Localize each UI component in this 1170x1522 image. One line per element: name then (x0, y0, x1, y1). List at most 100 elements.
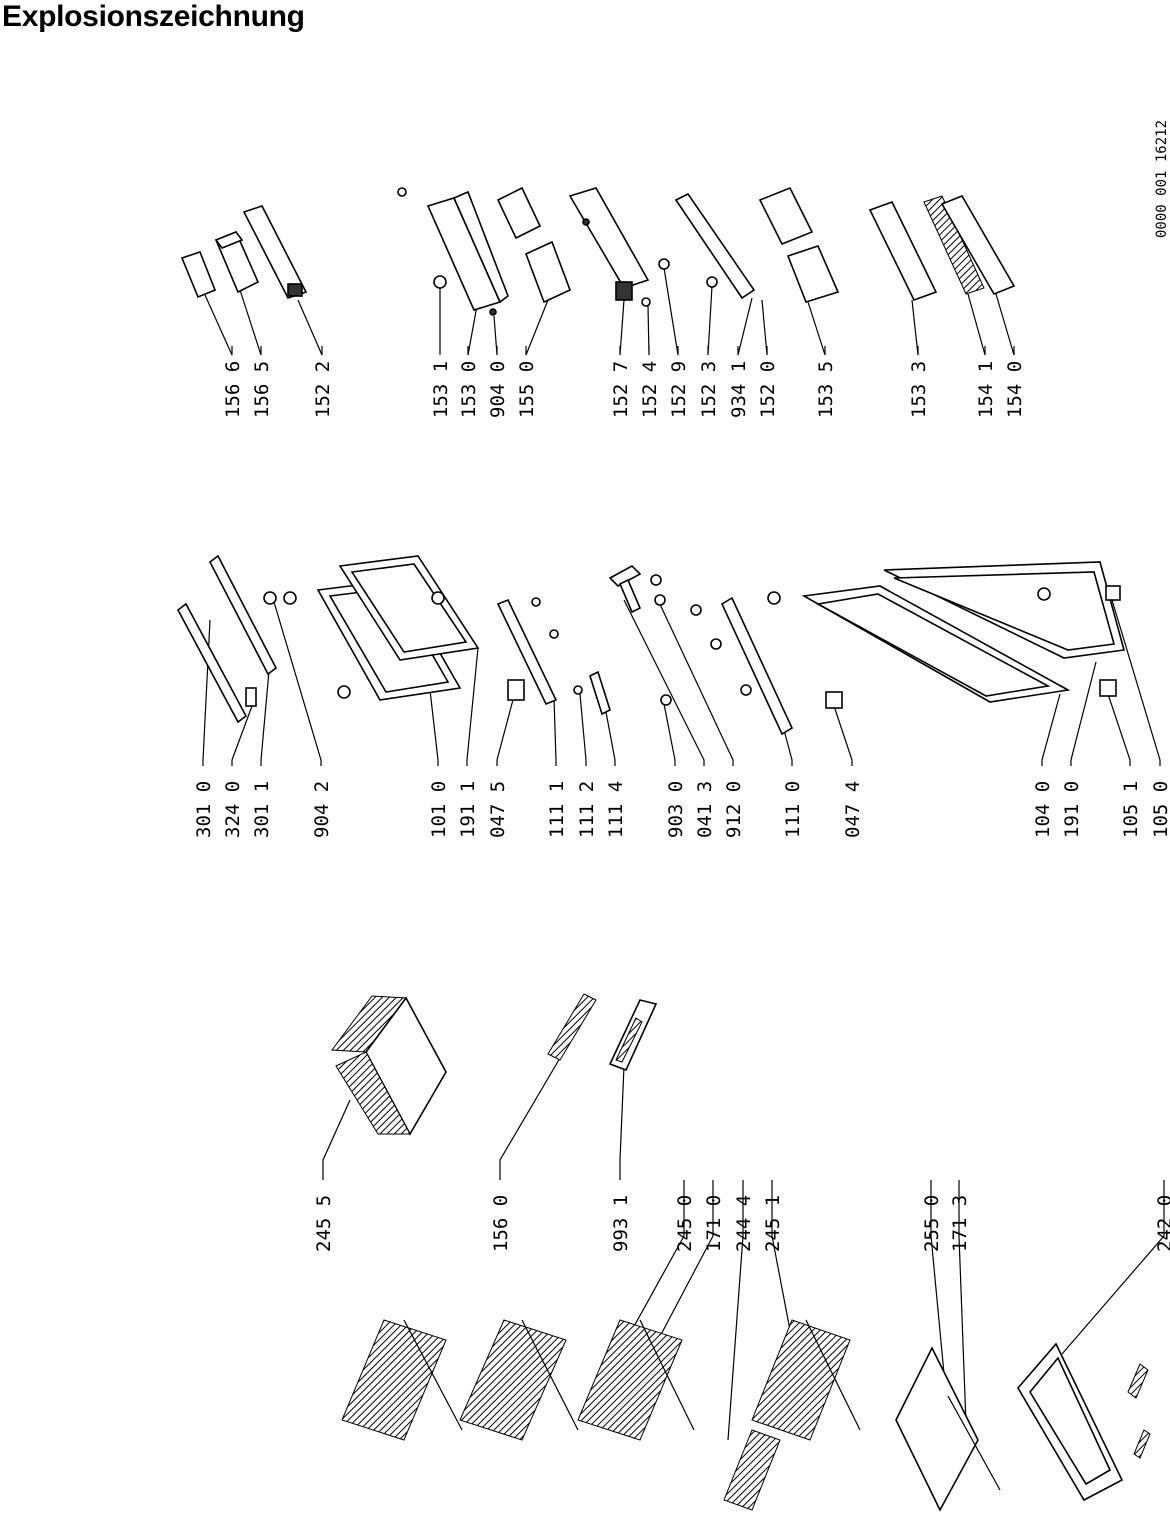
hinge-bracket-part (658, 192, 756, 300)
part-number-label: 152 7 (610, 361, 632, 418)
leader-line (930, 1180, 949, 1417)
bottom-trim-part (720, 591, 794, 736)
part-number-label: 245 5 (313, 1195, 335, 1252)
ice-cube-tray-part (547, 993, 597, 1061)
leader-line (297, 299, 323, 356)
part-number-label: 111 0 (782, 781, 804, 838)
leader-line (619, 1065, 625, 1180)
leader-line (496, 695, 515, 766)
part-number-label: 153 0 (458, 361, 480, 418)
leader-line (771, 1180, 791, 1331)
door-hinge-upper-part (608, 565, 752, 706)
part-number-label: 904 0 (487, 361, 509, 418)
part-number-label: 171 0 (703, 1195, 725, 1252)
page-title: Explosionszeichnung (2, 0, 305, 33)
freezer-door-part (316, 555, 480, 701)
part-number-label: 152 4 (639, 361, 661, 418)
part-number-label: 154 1 (975, 361, 997, 418)
door-bin-part (214, 230, 260, 294)
leader-line (807, 301, 826, 356)
leader-line (579, 693, 587, 766)
leader-line (663, 267, 679, 356)
part-number-label: 105 0 (1150, 781, 1170, 838)
leader-line (761, 299, 768, 356)
part-number-label: 191 1 (457, 781, 479, 838)
leader-line (657, 599, 734, 766)
leader-line (1041, 693, 1061, 766)
part-number-label: 153 5 (815, 361, 837, 418)
leader-line (1111, 599, 1161, 766)
leader-line (737, 297, 753, 356)
vegetable-crisper-part (1017, 1342, 1151, 1502)
glass-shelf-part (895, 1346, 1001, 1512)
part-number-label: 153 1 (430, 361, 452, 418)
leader-line (631, 1180, 685, 1331)
leader-line (727, 1180, 744, 1441)
part-number-label: 245 0 (674, 1195, 696, 1252)
trim-strip-part (176, 554, 297, 724)
part-number-label: 301 0 (193, 781, 215, 838)
wire-shelf-2-part (459, 1319, 579, 1441)
leader-lines (202, 267, 1165, 1441)
part-number-label: 041 3 (694, 781, 716, 838)
leader-line (260, 659, 271, 766)
part-number-label: 171 3 (949, 1195, 971, 1252)
part-number-label: 245 1 (762, 1195, 784, 1252)
part-number-label: 104 0 (1032, 781, 1054, 838)
butter-box-part (758, 186, 840, 303)
leader-line (231, 705, 253, 766)
leader-line (623, 599, 705, 766)
part-number-label: 993 1 (610, 1195, 632, 1252)
door-bin-cover-part (180, 251, 217, 299)
part-number-label: 111 4 (605, 781, 627, 838)
part-number-label: 152 2 (312, 361, 334, 418)
leader-line (429, 689, 439, 766)
part-number-label: 301 1 (251, 781, 273, 838)
part-number-label: 105 1 (1120, 781, 1142, 838)
leader-line (663, 703, 676, 766)
door-rack-lower-part (868, 194, 1016, 301)
part-number-label: 152 9 (668, 361, 690, 418)
part-number-label: 244 4 (733, 1195, 755, 1252)
wire-shelf-3-part (577, 1319, 695, 1441)
leader-line (499, 1057, 561, 1180)
part-number-label: 156 0 (490, 1195, 512, 1252)
door-shelf-part (242, 205, 308, 299)
leader-line (273, 601, 322, 766)
leader-line (1061, 1180, 1165, 1355)
shelf-scraper-part (608, 999, 658, 1072)
part-number-label: 904 2 (311, 781, 333, 838)
egg-tray-part (496, 186, 572, 304)
leader-line (553, 697, 557, 766)
leader-line (605, 711, 616, 766)
part-number-label: 047 4 (842, 781, 864, 838)
part-number-label: 934 1 (728, 361, 750, 418)
leader-line (967, 293, 986, 356)
leader-line (466, 647, 479, 766)
egg-rack-upper-part (397, 187, 509, 316)
part-number-label: 101 0 (428, 781, 450, 838)
drawing-reference-number: 0000 001 16212 (1154, 120, 1170, 238)
door-shelf-middle-part (568, 187, 651, 307)
part-number-label: 047 5 (487, 781, 509, 838)
part-number-label: 156 6 (222, 361, 244, 418)
leader-line (619, 299, 625, 356)
leader-line (647, 305, 650, 356)
part-number-label: 111 1 (546, 781, 568, 838)
part-number-label: 111 2 (576, 781, 598, 838)
part-number-label: 153 3 (908, 361, 930, 418)
leader-line (322, 1099, 351, 1180)
part-number-label: 912 0 (723, 781, 745, 838)
part-number-label: 324 0 (222, 781, 244, 838)
leader-line (525, 299, 549, 356)
leader-line (204, 294, 233, 356)
leader-line (239, 289, 262, 356)
wire-shelf-4-part (723, 1319, 861, 1511)
part-number-label: 154 0 (1004, 361, 1026, 418)
leader-line (958, 1180, 967, 1425)
leader-line (655, 1180, 714, 1345)
leader-line (707, 285, 713, 356)
leader-line (995, 293, 1015, 356)
